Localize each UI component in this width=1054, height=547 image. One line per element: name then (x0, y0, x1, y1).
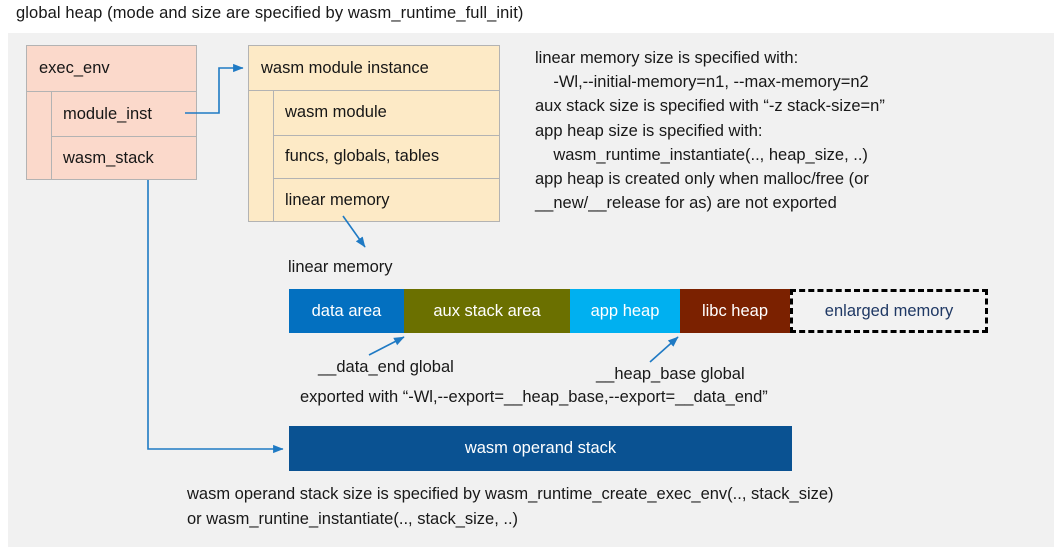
exec-env-field-wasm-stack: wasm_stack (52, 136, 196, 180)
module-instance-rows: wasm module funcs, globals, tables linea… (274, 91, 499, 222)
wasm-operand-stack-box: wasm operand stack (289, 426, 792, 471)
module-instance-field-funcs-globals-tables: funcs, globals, tables (274, 134, 499, 179)
exec-env-body: module_inst wasm_stack (27, 92, 196, 180)
memory-segment-data-area: data area (289, 289, 404, 333)
memory-segment-app-heap: app heap (570, 289, 680, 333)
annotation-exported-globals: exported with “-Wl,--export=__heap_base,… (300, 388, 768, 406)
memory-configuration-notes: linear memory size is specified with: -W… (535, 49, 885, 213)
annotation-data-end: __data_end global (318, 358, 454, 376)
module-instance-field-wasm-module: wasm module (285, 103, 387, 122)
module-instance-gutter (249, 91, 274, 222)
exec-env-rows: module_inst wasm_stack (52, 92, 196, 180)
module-instance-field-linear-memory: linear memory (274, 178, 499, 222)
memory-segment-enlarged-memory: enlarged memory (790, 289, 988, 333)
annotation-heap-base: __heap_base global (596, 365, 745, 383)
exec-env-header: exec_env (27, 46, 196, 92)
exec-env-gutter (27, 92, 52, 180)
wasm-module-instance-box: wasm module instance wasm module funcs, … (248, 45, 500, 222)
exec-env-field-module-inst: module_inst (63, 104, 152, 123)
module-instance-header: wasm module instance (249, 46, 499, 91)
exec-env-box: exec_env module_inst wasm_stack (26, 45, 197, 180)
operand-stack-note: wasm operand stack size is specified by … (187, 485, 834, 528)
memory-segment-aux-stack-area: aux stack area (404, 289, 570, 333)
module-instance-body: wasm module funcs, globals, tables linea… (249, 91, 499, 222)
page-title: global heap (mode and size are specified… (16, 4, 524, 22)
memory-segment-libc-heap: libc heap (680, 289, 790, 333)
linear-memory-label: linear memory (288, 258, 393, 276)
